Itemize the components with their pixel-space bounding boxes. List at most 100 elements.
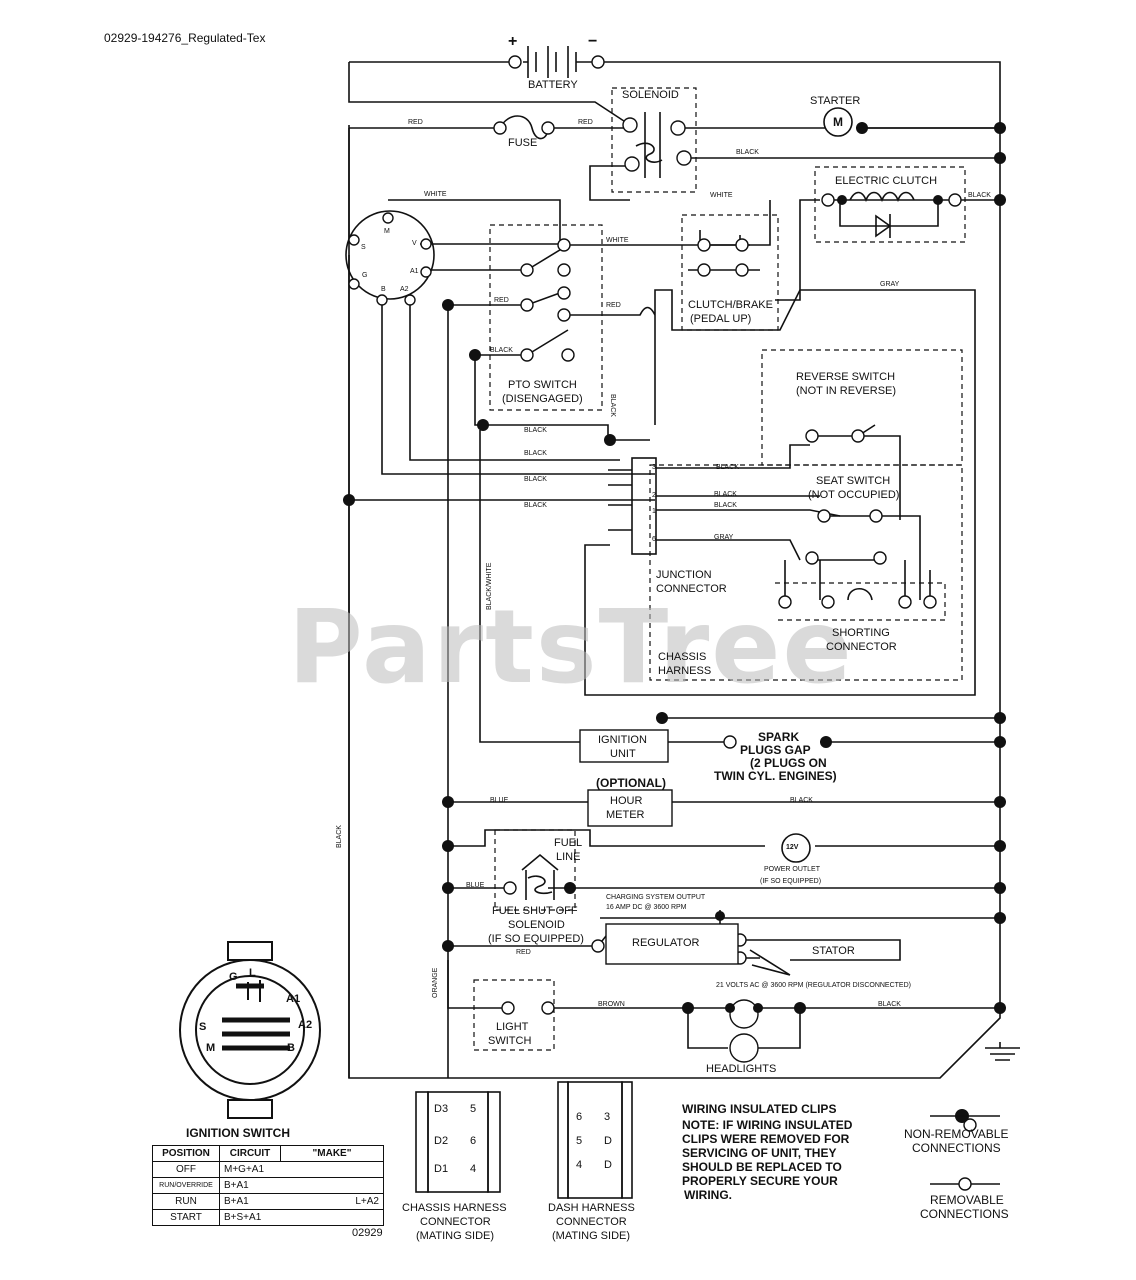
clips-note-title: WIRING INSULATED CLIPS: [682, 1102, 837, 1116]
switch-face-terminal-g: G: [229, 971, 238, 983]
chassis-harness-sublabel: HARNESS: [658, 665, 712, 677]
wire-label-black-junction-3: BLACK: [716, 464, 739, 471]
table-cell-position: RUN/OVERRIDE: [152, 1177, 220, 1194]
table-row: START B+S+A1: [152, 1209, 384, 1226]
wire-label-black-2: BLACK: [524, 450, 547, 457]
dash-pin-right-1: 3: [604, 1111, 611, 1123]
starter-label: STARTER: [810, 95, 861, 107]
wire-label-white-top: WHITE: [424, 191, 447, 198]
switch-face-terminal-s: S: [199, 1021, 207, 1033]
ignition-unit-sublabel: UNIT: [610, 748, 636, 760]
wire-label-black-frame: BLACK: [336, 825, 343, 848]
fuel-solenoid-note: (IF SO EQUIPPED): [488, 933, 584, 945]
hour-meter-sublabel: METER: [606, 809, 645, 821]
headlights-label: HEADLIGHTS: [706, 1063, 777, 1075]
chassis-connector-sublabel: CONNECTOR: [420, 1216, 491, 1228]
reverse-switch-label: REVERSE SWITCH: [796, 371, 896, 383]
wire-label-gray-top: GRAY: [880, 281, 900, 288]
ignition-terminal-g: G: [362, 272, 368, 279]
clips-note-line-4: SHOULD BE REPLACED TO: [682, 1160, 842, 1174]
watermark: PartsTree: [288, 588, 854, 707]
switch-face-terminal-a1: A1: [286, 993, 301, 1005]
wire-label-brown: BROWN: [598, 1001, 625, 1008]
fuel-line-sublabel: LINE: [556, 851, 581, 863]
fuel-solenoid-sublabel: SOLENOID: [508, 919, 565, 931]
dash-pin-right-3: D: [604, 1159, 612, 1171]
dash-pin-left-3: 4: [576, 1159, 583, 1171]
table-footnote: 02929: [352, 1227, 383, 1239]
junction-pin-3: 3: [652, 464, 656, 471]
chassis-connector-label: CHASSIS HARNESS: [402, 1202, 507, 1214]
chassis-harness-label: CHASSIS: [658, 651, 707, 663]
pto-switch-sublabel: (DISENGAGED): [502, 393, 583, 405]
chassis-pin-right-1: 5: [470, 1103, 477, 1115]
chassis-pin-left-2: D2: [434, 1135, 449, 1147]
wire-label-black-clutch: BLACK: [968, 192, 991, 199]
spark-plugs-label: SPARK: [758, 730, 800, 744]
wire-label-red-fuse-out: RED: [578, 119, 593, 126]
ignition-terminal-a2: A2: [400, 286, 409, 293]
clips-note-line-6: WIRING.: [684, 1188, 732, 1202]
table-header-circuit: CIRCUIT: [219, 1145, 281, 1162]
wire-label-red-pto: RED: [494, 297, 509, 304]
fuel-solenoid-label: FUEL SHUT OFF: [492, 905, 578, 917]
chassis-pin-left-1: D3: [434, 1103, 449, 1115]
wire-label-gray-junction: GRAY: [714, 534, 734, 541]
wire-label-black-3: BLACK: [524, 476, 547, 483]
battery-label: BATTERY: [528, 79, 578, 91]
wire-label-red-regulator: RED: [516, 949, 531, 956]
switch-face-terminal-l: L: [249, 967, 256, 979]
dash-connector-sublabel: CONNECTOR: [556, 1216, 627, 1228]
table-row: RUN/OVERRIDE B+A1: [152, 1177, 384, 1194]
ignition-switch-table: POSITION CIRCUIT "MAKE" OFF M+G+A1 RUN/O…: [152, 1145, 384, 1226]
reverse-switch-sublabel: (NOT IN REVERSE): [796, 385, 897, 397]
shorting-connector-sublabel: CONNECTOR: [826, 641, 897, 653]
clips-note-line-1: NOTE: IF WIRING INSULATED: [682, 1118, 853, 1132]
chassis-pin-right-2: 6: [470, 1135, 477, 1147]
battery-negative-label: −: [588, 33, 598, 50]
spark-plugs-note-2: TWIN CYL. ENGINES): [714, 769, 837, 783]
ignition-terminal-m: M: [384, 228, 390, 235]
wire-label-white-pto: WHITE: [606, 237, 629, 244]
seat-switch-label: SEAT SWITCH: [816, 475, 891, 487]
wire-label-black-hour: BLACK: [790, 797, 813, 804]
ignition-terminal-v: V: [412, 240, 417, 247]
power-outlet-sublabel: (IF SO EQUIPPED): [760, 878, 822, 885]
wire-label-black-pto: BLACK: [490, 347, 513, 354]
power-outlet-symbol: 12V: [786, 844, 799, 851]
clips-note-line-5: PROPERLY SECURE YOUR: [682, 1174, 838, 1188]
light-switch-label: LIGHT: [496, 1021, 529, 1033]
legend-nonremovable-label: NON-REMOVABLE: [904, 1127, 1009, 1141]
table-cell-circuit: B+A1: [219, 1193, 281, 1210]
ignition-unit-label: IGNITION: [598, 734, 647, 746]
wire-label-red-pto-out: RED: [606, 302, 621, 309]
chassis-connector-note: (MATING SIDE): [416, 1230, 495, 1242]
charging-output-label: CHARGING SYSTEM OUTPUT: [606, 894, 706, 901]
electric-clutch-label: ELECTRIC CLUTCH: [835, 175, 938, 187]
table-header-make: "MAKE": [280, 1145, 384, 1162]
wire-label-black-solenoid: BLACK: [736, 149, 759, 156]
table-header-position: POSITION: [152, 1145, 220, 1162]
switch-face-terminal-b: B: [287, 1042, 295, 1054]
table-row: RUN B+A1 L+A2: [152, 1193, 384, 1210]
table-cell-circuit: M+G+A1: [219, 1161, 384, 1178]
dash-pin-right-2: D: [604, 1135, 612, 1147]
ignition-terminal-a1: A1: [410, 268, 419, 275]
dash-connector-note: (MATING SIDE): [552, 1230, 631, 1242]
clutch-brake-label: CLUTCH/BRAKE: [688, 299, 773, 311]
table-cell-make: L+A2: [280, 1193, 384, 1210]
battery-positive-label: +: [508, 33, 518, 50]
wire-label-black-4: BLACK: [524, 502, 547, 509]
junction-pin-2: 2: [652, 492, 656, 499]
wire-label-black-1: BLACK: [524, 427, 547, 434]
table-cell-position: START: [152, 1209, 220, 1226]
stator-output-label: 21 VOLTS AC @ 3600 RPM (REGULATOR DISCON…: [716, 982, 911, 989]
power-outlet-label: POWER OUTLET: [764, 866, 821, 873]
table-header-row: POSITION CIRCUIT "MAKE": [152, 1145, 384, 1162]
dash-pin-left-1: 6: [576, 1111, 583, 1123]
dash-pin-left-2: 5: [576, 1135, 583, 1147]
table-row: OFF M+G+A1: [152, 1161, 384, 1178]
wire-label-blue-hour: BLUE: [490, 797, 509, 804]
